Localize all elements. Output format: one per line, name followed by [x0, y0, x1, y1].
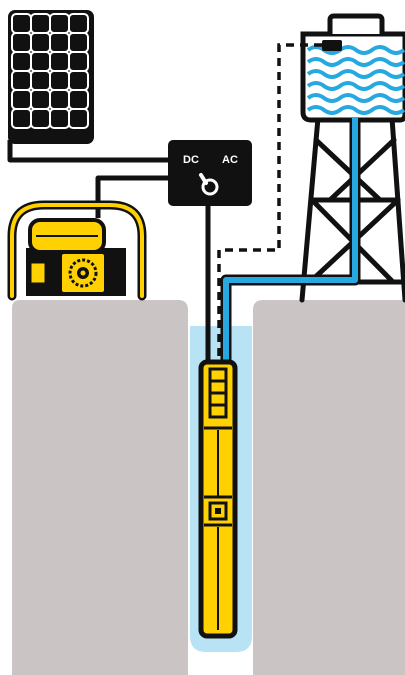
submersible-pump-icon	[198, 359, 238, 639]
sensor-cable	[217, 43, 322, 362]
dc-label: DC	[183, 154, 199, 166]
float-sensor-icon	[322, 40, 342, 51]
tank-water-waves	[306, 45, 405, 115]
water-tank-icon	[300, 13, 405, 123]
water-pipe	[223, 118, 358, 362]
solar-cable	[7, 140, 168, 163]
ground-right	[253, 300, 405, 675]
solar-panel-icon	[8, 10, 94, 144]
controller-box-icon: DC AC	[168, 140, 252, 206]
generator-icon	[7, 200, 147, 301]
switch-knob-icon	[199, 173, 219, 196]
ac-label: AC	[222, 154, 238, 166]
ground	[12, 300, 405, 675]
ground-left	[12, 300, 188, 675]
